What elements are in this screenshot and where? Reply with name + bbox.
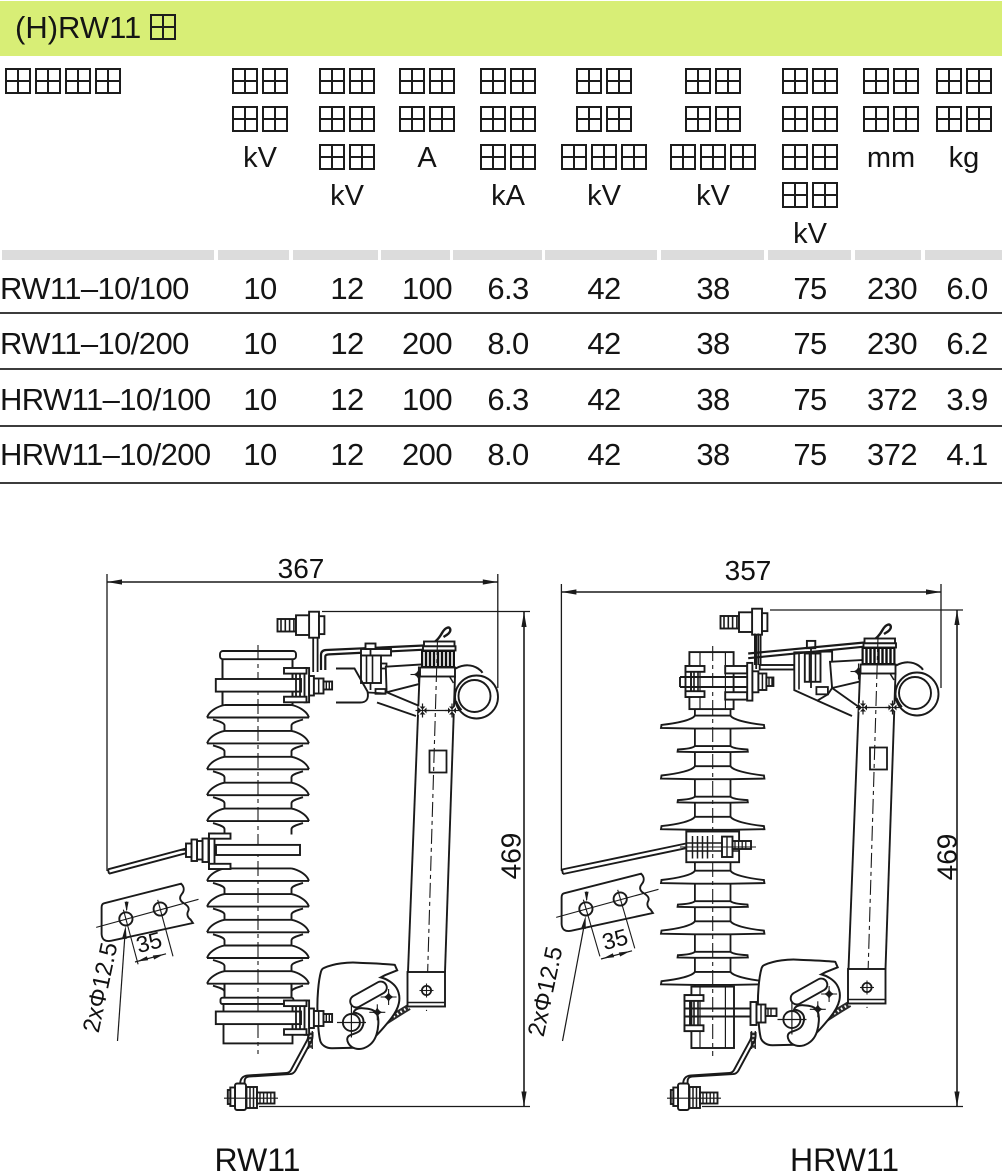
svg-text:35: 35 <box>599 923 630 955</box>
svg-text:469: 469 <box>496 833 527 880</box>
svg-text:469: 469 <box>932 834 963 881</box>
svg-text:HRW11: HRW11 <box>790 1142 899 1174</box>
svg-text:357: 357 <box>725 555 772 586</box>
svg-text:367: 367 <box>278 553 325 584</box>
svg-text:35: 35 <box>133 926 164 958</box>
svg-text:RW11: RW11 <box>215 1142 301 1174</box>
svg-text:2xΦ12.5: 2xΦ12.5 <box>523 944 568 1039</box>
svg-text:2xΦ12.5: 2xΦ12.5 <box>78 940 123 1035</box>
